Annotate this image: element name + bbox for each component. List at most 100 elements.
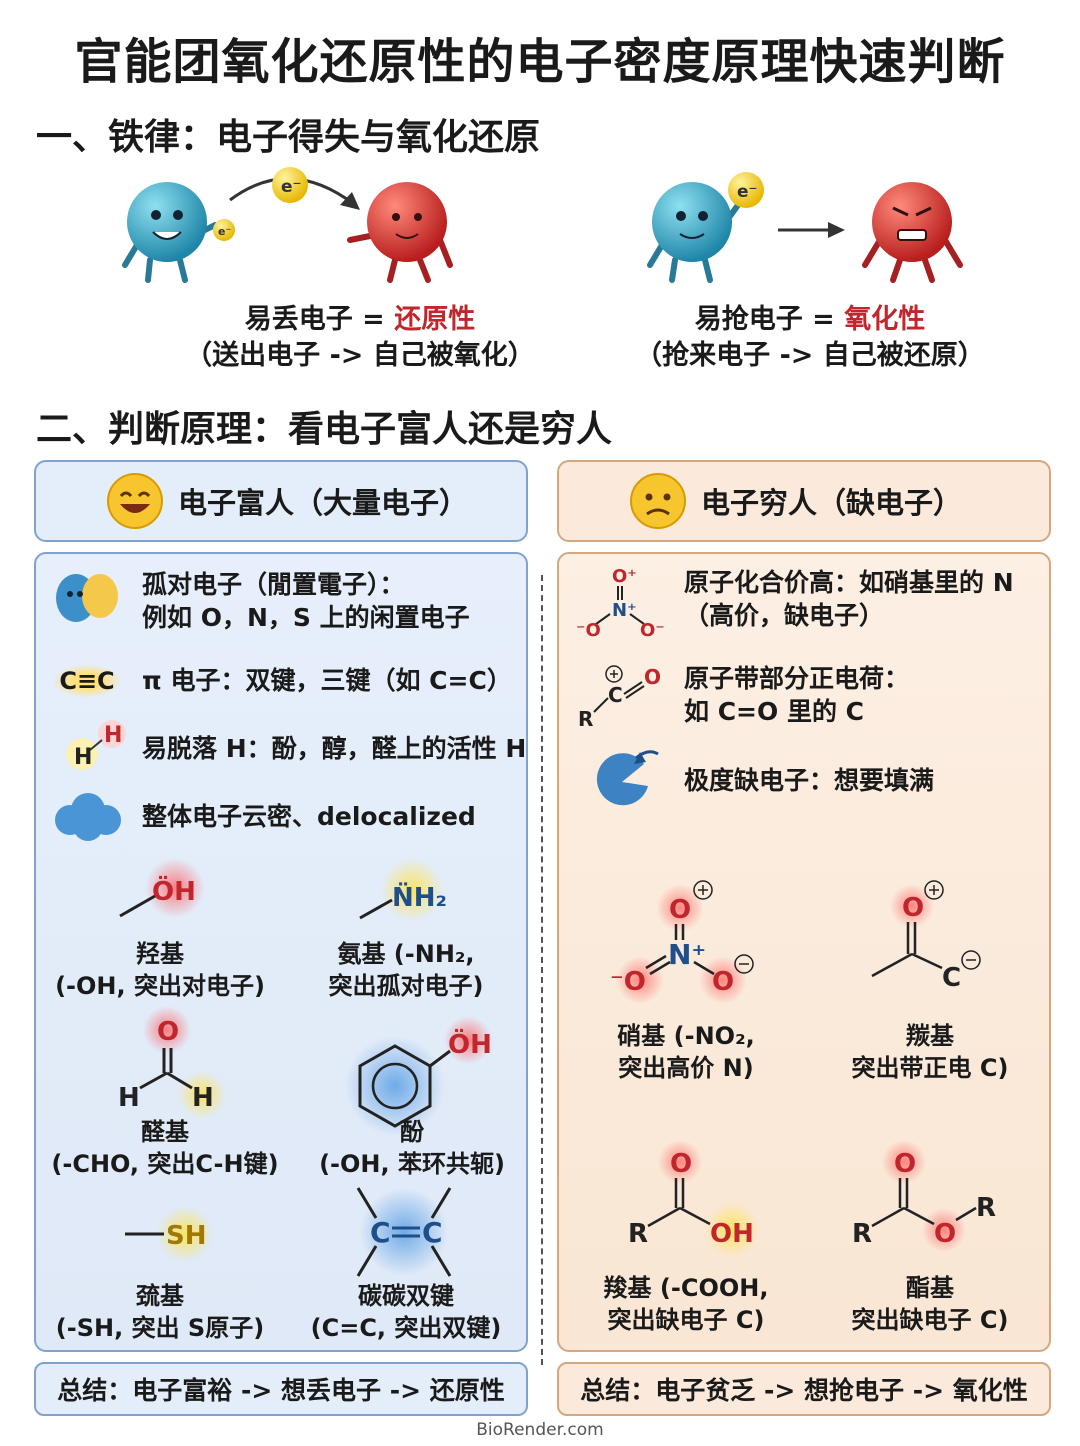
amino-structure: N̈H₂ [359, 858, 447, 922]
electron-label-left: e⁻ [281, 177, 302, 197]
hydroxyl-formula: ÖH [152, 874, 196, 907]
reducibility-term: 还原性 [394, 304, 476, 335]
electron-poor-title: 电子穷人（缺电子） [701, 486, 963, 520]
nitro-structure: O N⁺ ⁻O O [610, 880, 754, 1004]
oxidizability-explanation: （抢来电子 -> 自己被还原） [635, 340, 985, 371]
thiol-structure: SH [125, 1206, 213, 1262]
ester-name: 酯基 [906, 1274, 954, 1302]
svg-text:O: O [894, 1149, 916, 1179]
svg-text:H: H [192, 1083, 214, 1113]
svg-text:R: R [852, 1219, 872, 1249]
electron-cloud-icon [55, 793, 121, 841]
thiol-formula: SH [166, 1221, 207, 1251]
nitro-label: 硝基 (-NO₂, 突出高价 N) [566, 1020, 806, 1084]
carbonyl-name: 羰基 [906, 1022, 954, 1050]
nitro-note: 突出高价 N) [618, 1054, 754, 1082]
svg-text:O: O [669, 895, 691, 925]
blue-ball-character-left [122, 182, 218, 283]
svg-text:OH: OH [710, 1219, 754, 1249]
reducibility-explanation: （送出电子 -> 自己被氧化） [185, 340, 535, 371]
rich-group-structures: ÖH N̈H₂ O H H ÖH SH C C [118, 858, 492, 1277]
electron-icon-left [272, 167, 308, 203]
triple-bond-icon: C≡C [52, 664, 122, 698]
svg-text:O: O [902, 893, 924, 923]
amino-formula: N̈H₂ [392, 881, 447, 913]
svg-text:O: O [644, 665, 661, 689]
alkene-name: 碳碳双键 [358, 1282, 454, 1310]
poor-item-3: 极度缺电子：想要填满 [684, 766, 935, 795]
aldehyde-name: 醛基 [141, 1118, 189, 1146]
oxidizability-caption: 易抢电子 = 氧化性 （抢来电子 -> 自己被还原） [560, 302, 1060, 374]
electron-rich-header: 电子富人（大量电子） [34, 460, 528, 542]
labile-hydrogen-icon: H H [66, 720, 126, 770]
thiol-name: 巯基 [136, 1282, 184, 1310]
hydroxyl-name: 羟基 [136, 940, 184, 968]
page-title: 官能团氧化还原性的电子密度原理快速判断 [74, 34, 1006, 90]
rich-item-1-line1: 孤对电子（閒置電子）： [142, 570, 405, 599]
rich-item-4: 整体电子云密、delocalized [142, 802, 476, 831]
ester-label: 酯基 突出缺电子 C) [810, 1272, 1050, 1336]
carboxyl-note: 突出缺电子 C) [607, 1306, 765, 1334]
poor-item-2-line2: 如 C=O 里的 C [684, 697, 865, 726]
poor-item-1-line2: （高价，缺电子） [684, 601, 885, 630]
electron-poor-summary: 总结：电子贫乏 -> 想抢电子 -> 氧化性 [557, 1362, 1051, 1416]
svg-text:O⁻: O⁻ [640, 620, 665, 641]
svg-text:C: C [370, 1216, 391, 1249]
phenol-note: (-OH, 苯环共轭) [319, 1150, 505, 1178]
pacman-electron-deficient-icon [596, 750, 659, 806]
svg-text:O: O [934, 1219, 956, 1249]
electron-rich-summary: 总结：电子富裕 -> 想丢电子 -> 还原性 [34, 1362, 528, 1416]
ester-note: 突出缺电子 C) [851, 1306, 1009, 1334]
carboxyl-structure: O R OH [628, 1140, 760, 1258]
poor-item-2: 原子带部分正电荷： 如 C=O 里的 C [684, 662, 909, 728]
happy-face-icon [107, 473, 163, 529]
svg-text:⁻O: ⁻O [576, 620, 601, 641]
carboxyl-name: 羧基 (-COOH, [603, 1274, 769, 1302]
lone-pair-icon [56, 574, 118, 622]
carbonyl-structure: O C [871, 880, 981, 993]
oxidizability-term: 氧化性 [844, 304, 926, 335]
svg-text:N⁺: N⁺ [612, 600, 637, 621]
rich-item-2: π 电子：双键，三键（如 C=C） [142, 666, 512, 695]
phenol-name: 酚 [400, 1118, 424, 1146]
alkene-label: 碳碳双键 (C=C, 突出双键) [286, 1280, 526, 1344]
svg-text:R: R [976, 1193, 996, 1223]
svg-text:C: C [422, 1216, 443, 1249]
reducibility-caption: 易丢电子 = 还原性 （送出电子 -> 自己被氧化） [110, 302, 610, 374]
section2-heading: 二、判断原理：看电子富人还是穷人 [36, 409, 613, 450]
nitro-name: 硝基 (-NO₂, [617, 1022, 755, 1050]
poor-item-1: 原子化合价高：如硝基里的 N （高价，缺电子） [684, 566, 1014, 632]
hydroxyl-note: (-OH, 突出对电子) [55, 972, 265, 1000]
aldehyde-note: (-CHO, 突出C-H键) [51, 1150, 279, 1178]
aldehyde-label: 醛基 (-CHO, 突出C-H键) [40, 1116, 290, 1180]
phenol-formula: ÖH [448, 1027, 492, 1060]
electron-poor-header: 电子穷人（缺电子） [557, 460, 1051, 542]
rich-item-1: 孤对电子（閒置電子）： 例如 O，N，S 上的闲置电子 [142, 568, 470, 634]
carboxyl-label: 羧基 (-COOH, 突出缺电子 C) [566, 1272, 806, 1336]
column-divider [541, 575, 543, 1365]
alkene-structure: C C [356, 1187, 452, 1277]
svg-text:O: O [670, 1149, 692, 1179]
svg-text:R: R [628, 1219, 648, 1249]
red-ball-character-left [347, 182, 453, 283]
electron-transfer-illustration: e⁻ e⁻ e⁻ [122, 167, 963, 283]
svg-text:O⁺: O⁺ [612, 566, 637, 587]
hydroxyl-label: 羟基 (-OH, 突出对电子) [40, 938, 280, 1002]
footer-credit: BioRender.com [476, 1420, 604, 1440]
svg-text:C: C [608, 683, 623, 707]
hydroxyl-structure: ÖH [119, 858, 205, 918]
svg-text:C: C [942, 963, 961, 993]
thiol-label: 巯基 (-SH, 突出 S原子) [40, 1280, 280, 1344]
reducibility-prefix: 易丢电子 = [244, 304, 395, 335]
poor-item-2-line1: 原子带部分正电荷： [684, 664, 910, 693]
ester-structure: O R O R [852, 1140, 996, 1252]
blue-ball-character-right [647, 182, 741, 283]
poor-group-structures: O N⁺ ⁻O O O C O R OH [610, 880, 996, 1258]
amino-note: 突出孤对电子) [328, 972, 484, 1000]
phenol-structure: ÖH [345, 1016, 492, 1136]
worried-face-icon [630, 473, 686, 529]
section1-heading: 一、铁律：电子得失与氧化还原 [36, 117, 541, 158]
svg-text:R: R [578, 707, 593, 731]
partial-positive-carbon-icon: C O R [578, 665, 661, 731]
amino-name: 氨基 (-NH₂, [337, 940, 475, 968]
